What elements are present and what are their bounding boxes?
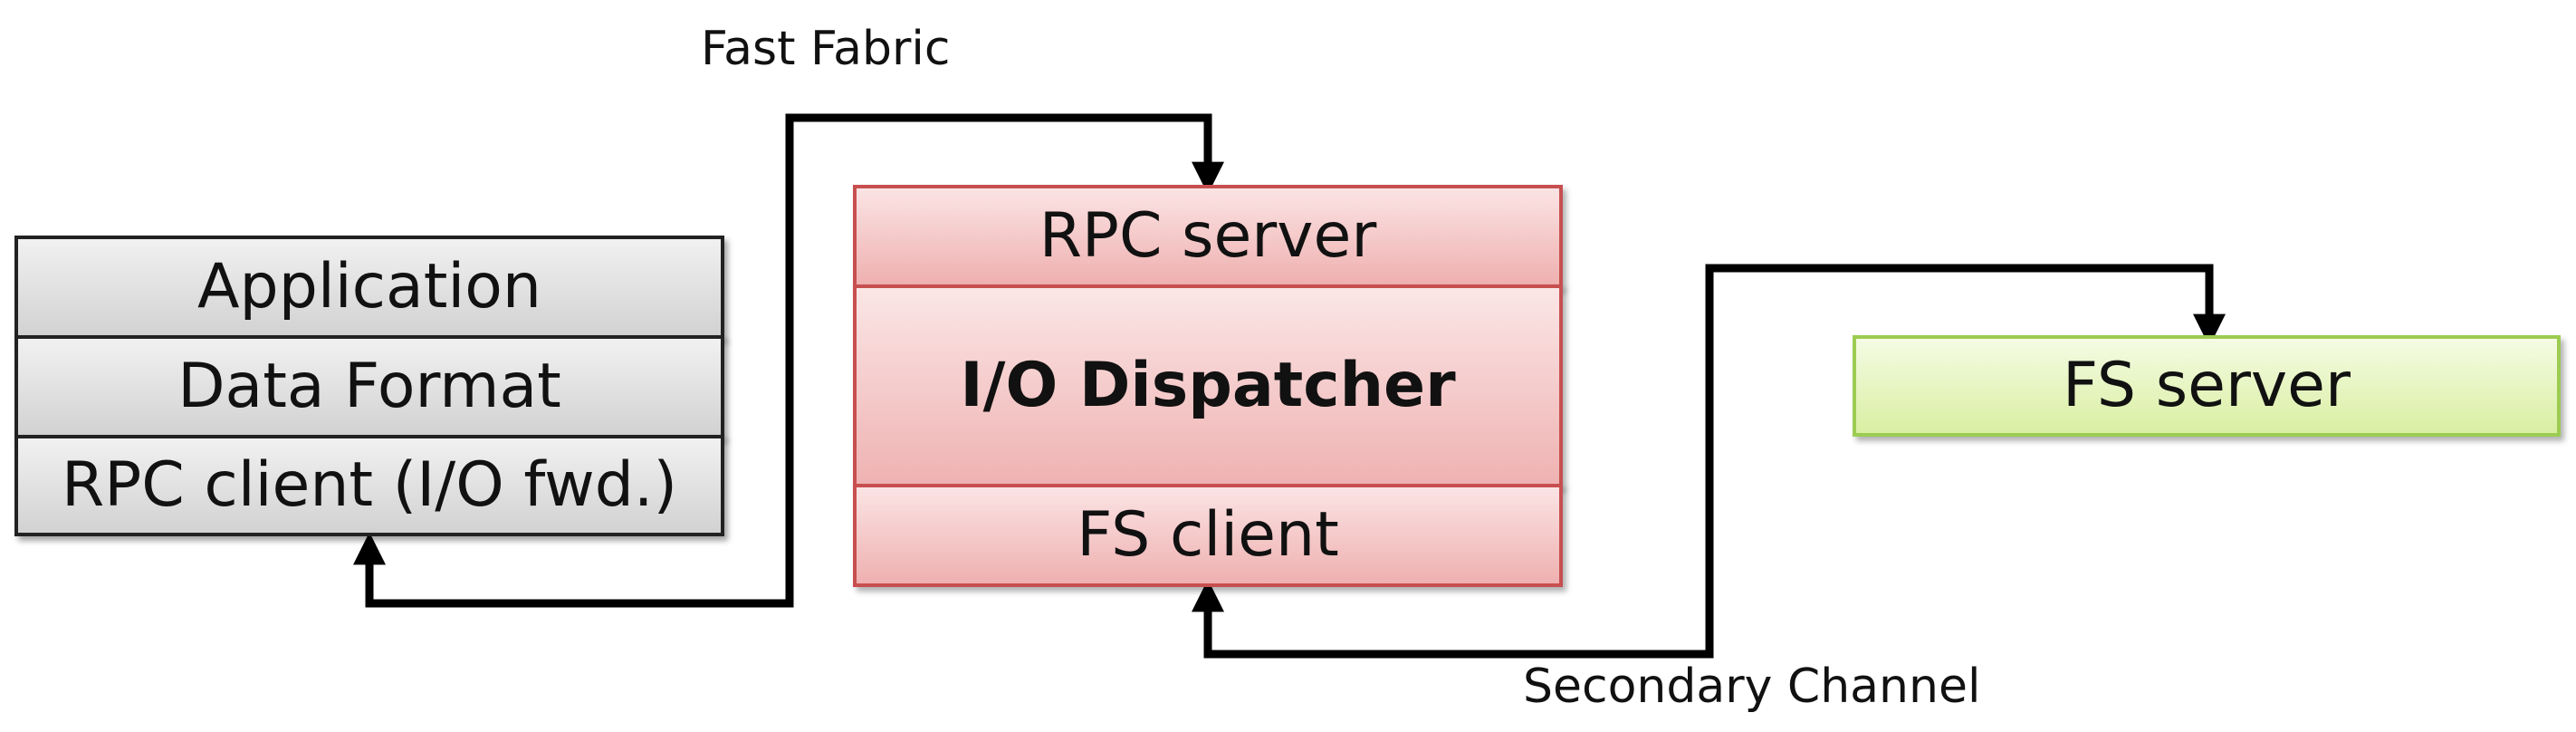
application-label: Application (197, 251, 541, 323)
rpc-server-layer: RPC server (853, 185, 1563, 288)
io-dispatcher-layer: I/O Dispatcher (853, 284, 1563, 487)
client-stack: Application Data Format RPC client (I/O … (14, 236, 724, 536)
data-format-label: Data Format (177, 351, 561, 422)
rpc-client-label: RPC client (I/O fwd.) (61, 449, 678, 521)
fs-client-layer: FS client (853, 484, 1563, 587)
fs-client-label: FS client (1077, 499, 1339, 571)
secondary-channel-label: Secondary Channel (1523, 660, 1981, 714)
io-dispatcher-label: I/O Dispatcher (960, 350, 1456, 421)
fs-server-box: FS server (1853, 335, 2561, 437)
fast-fabric-label: Fast Fabric (701, 22, 951, 76)
fs-server-label: FS server (2063, 350, 2351, 421)
rpc-server-label: RPC server (1039, 200, 1377, 272)
data-format-layer: Data Format (14, 335, 724, 438)
dispatcher-stack: RPC server I/O Dispatcher FS client (853, 185, 1563, 587)
application-layer: Application (14, 236, 724, 339)
rpc-client-layer: RPC client (I/O fwd.) (14, 435, 724, 536)
